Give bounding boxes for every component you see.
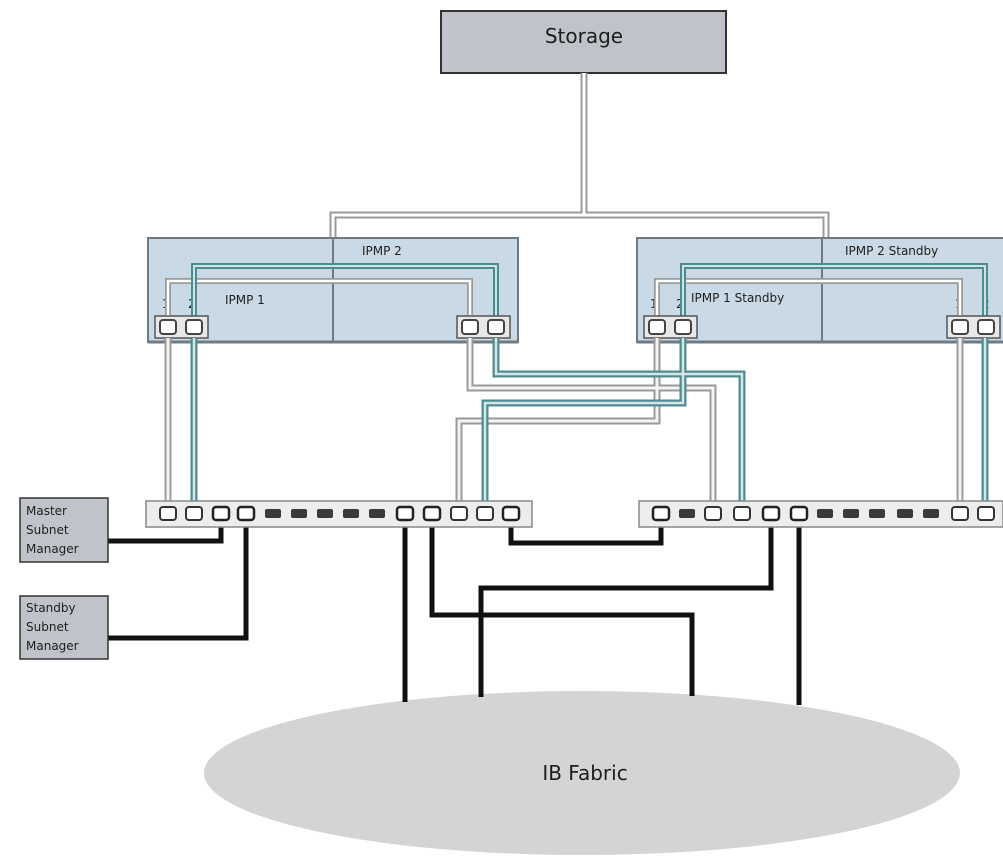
host-2-ipmp-inner-label: IPMP 1 Standby xyxy=(691,291,784,305)
storage-label: Storage xyxy=(545,24,623,48)
host-2-ipmp-outer-label: IPMP 2 Standby xyxy=(845,244,938,258)
host-1-ipmp-inner-label: IPMP 1 xyxy=(225,293,265,307)
ib-fabric: IB Fabric xyxy=(204,691,960,855)
host-1-hca-b xyxy=(456,315,511,339)
ipmp-group-paths xyxy=(165,263,988,318)
host-1-ipmp-outer-label: IPMP 2 xyxy=(362,244,402,258)
host-2-hca-a-port-1-label: 1 xyxy=(650,297,658,311)
host-1-hca-a xyxy=(154,315,209,339)
switch-2 xyxy=(638,500,1003,528)
host-2-hca-a-port-2-label: 2 xyxy=(676,297,684,311)
storage-box: Storage xyxy=(440,10,727,74)
host-2-hca-b xyxy=(946,315,1001,339)
storage-links xyxy=(329,73,830,238)
standby-sm-line-3: Manager xyxy=(26,639,79,653)
ib-black-links xyxy=(108,520,802,705)
hca-switch-cables xyxy=(164,338,989,507)
master-sm-line-2: Subnet xyxy=(26,523,69,537)
hca-ports xyxy=(154,315,1001,339)
master-subnet-manager: Master Subnet Manager xyxy=(19,497,109,563)
master-sm-line-3: Manager xyxy=(26,542,79,556)
standby-sm-line-1: Standby xyxy=(26,601,76,615)
master-sm-line-1: Master xyxy=(26,504,67,518)
host-2-hca-a xyxy=(643,315,698,339)
ib-fabric-label: IB Fabric xyxy=(542,761,627,785)
standby-sm-line-2: Subnet xyxy=(26,620,69,634)
switch-1 xyxy=(145,500,533,528)
standby-subnet-manager: Standby Subnet Manager xyxy=(19,595,109,660)
host-2: IPMP 2 Standby IPMP 1 Standby 1 2 1 2 xyxy=(636,237,1003,344)
